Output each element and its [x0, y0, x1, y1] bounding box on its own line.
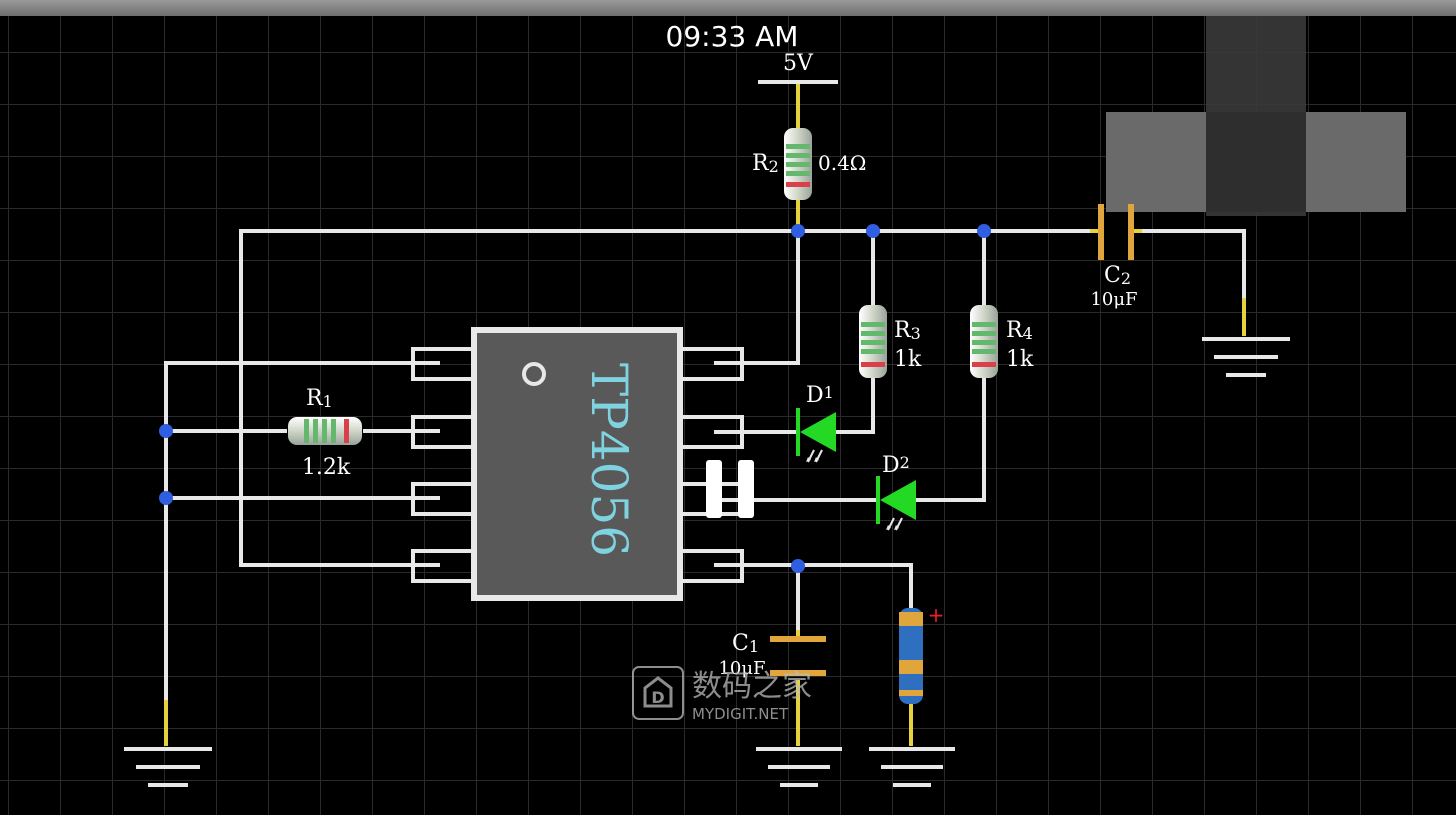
ground-c2 [1202, 337, 1290, 377]
r3-value: 1k [894, 347, 922, 372]
top-edge-bar [0, 0, 1456, 16]
house-logo-icon [643, 676, 673, 708]
blurred-overlay [1106, 16, 1406, 216]
c2-value: 10μF [1090, 289, 1137, 310]
ground-symbols [124, 337, 1290, 787]
resistor-r2[interactable] [784, 128, 812, 200]
wire-left-top [164, 361, 415, 740]
c2-ref: C2 [1104, 263, 1131, 288]
chip-label: TP4056 [580, 363, 638, 557]
resistor-r3[interactable] [859, 305, 887, 378]
supply-label: 5V [783, 51, 814, 76]
wire-r4-bottom [914, 376, 986, 502]
r4-value: 1k [1006, 347, 1034, 372]
r3-ref: R3 [894, 318, 921, 343]
junction-nodes [159, 224, 991, 573]
led-d1[interactable] [796, 408, 836, 463]
pause-icon[interactable] [706, 460, 754, 518]
chip-tp4056[interactable]: TP4056 [411, 327, 744, 601]
wires [164, 229, 1246, 740]
wire-vcc-pin [740, 229, 800, 365]
resistor-r4[interactable] [970, 305, 998, 378]
c1-ref: C1 [732, 631, 759, 656]
led-d2[interactable] [876, 476, 916, 531]
r2-value: 0.4Ω [818, 151, 866, 175]
r1-ref: R1 [306, 386, 333, 411]
ground-left [124, 747, 212, 787]
r4-ref: R4 [1006, 318, 1033, 343]
watermark-cn: 数码之家 [692, 669, 812, 704]
status-time: 09:33 AM [666, 20, 799, 53]
ground-c1 [756, 747, 842, 787]
battery[interactable] [899, 608, 923, 704]
wire-r3-bottom [834, 376, 875, 434]
r1-value: 1.2k [302, 455, 351, 480]
battery-plus-sign: + [928, 603, 945, 627]
d2-ref: D2 [882, 453, 910, 478]
svg-text:D: D [651, 688, 664, 707]
wire-top-rail [239, 229, 1092, 567]
r2-ref: R2 [752, 151, 779, 176]
d1-ref: D1 [806, 383, 834, 408]
watermark-en: MYDIGIT.NET [692, 705, 789, 723]
c1-value: 10μF [718, 658, 765, 679]
wire-c2-to-gnd [1140, 229, 1246, 302]
watermark: D 数码之家 MYDIGIT.NET [632, 666, 812, 723]
ground-battery [869, 747, 955, 787]
capacitor-c2[interactable] [1098, 204, 1134, 260]
capacitor-c1[interactable] [770, 636, 826, 676]
resistor-r1[interactable] [288, 417, 362, 445]
